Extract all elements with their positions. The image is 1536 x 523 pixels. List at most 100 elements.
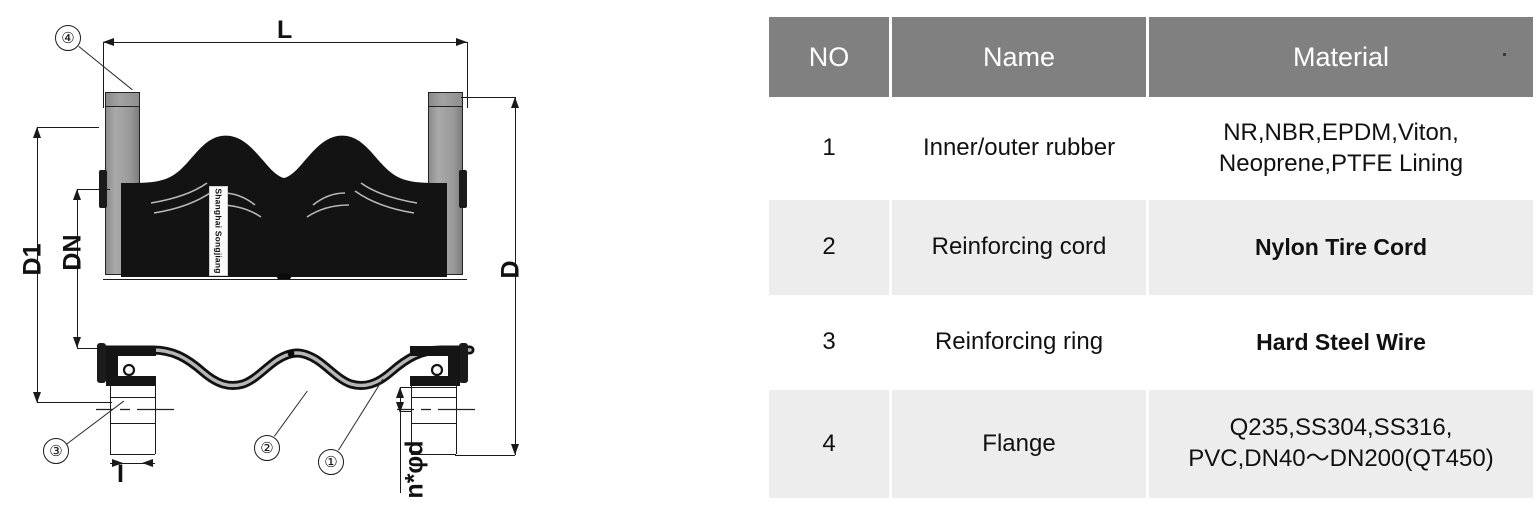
dimension-arrow-D1-top: [33, 127, 41, 138]
table-header-row: NO Name Material: [769, 17, 1533, 97]
extension-line-D-bottom: [455, 455, 515, 456]
section-reinforcing-cord: [103, 348, 472, 388]
thickness-label: I: [117, 460, 124, 488]
material-line: Hard Steel Wire: [1256, 328, 1426, 355]
section-gasket-left: [97, 343, 106, 383]
section-flange-right-bottom: [411, 454, 456, 455]
cell-no-3: 3: [769, 295, 889, 390]
bolt-centerline-left: [96, 408, 174, 411]
callout-4: ④: [55, 25, 81, 51]
dimension-label-D1: D1: [18, 243, 47, 276]
column-header-material: Material: [1149, 17, 1533, 97]
dimension-arrow-L-right: [456, 38, 467, 46]
extension-line-DN-bottom: [77, 348, 110, 349]
rubber-seam-dot: [277, 273, 291, 279]
dimension-label-bolt-holes: n*φd: [400, 440, 429, 499]
flange-left-cap-shape: [106, 346, 156, 386]
dimension-label-DN: DN: [58, 234, 87, 271]
section-flange-right-cap: [410, 346, 460, 386]
material-line: NR,NBR,EPDM,Viton,: [1223, 118, 1459, 146]
column-header-name: Name: [892, 17, 1146, 97]
extension-line-L-right: [467, 42, 468, 108]
material-line: Neoprene,PTFE Lining: [1218, 149, 1464, 177]
section-flange-left-line-2: [110, 423, 155, 424]
header-dot-mark: [1503, 53, 1506, 56]
gasket-right: [459, 170, 467, 208]
reinforcing-ring-right: [430, 363, 444, 377]
cell-no-1: 1: [769, 97, 889, 200]
section-centre-dot: [287, 350, 295, 357]
dimension-arrow-DN-bottom: [73, 337, 81, 348]
extension-line-L-left: [103, 42, 104, 108]
cell-name-2: Reinforcing cord: [892, 200, 1146, 295]
dimension-line-bolt-holes: [400, 387, 401, 493]
material-line: PVC,DN40～DN200(QT450): [1188, 445, 1494, 472]
section-flange-right-edge-outer: [456, 378, 457, 454]
table-row: 3 Reinforcing ring Hard Steel Wire: [769, 295, 1533, 390]
cell-material-4: Q235,SS304,SS316, PVC,DN40～DN200(QT450): [1149, 390, 1533, 498]
material-table-wrapper: NO Name Material 1 Inner/outer rubber NR…: [766, 17, 1533, 501]
cell-material-3: Hard Steel Wire: [1149, 295, 1533, 390]
material-line: Nylon Tire Cord: [1254, 233, 1428, 260]
cell-no-4: 4: [769, 390, 889, 498]
cell-name-3: Reinforcing ring: [892, 295, 1146, 390]
section-gasket-right: [459, 343, 468, 383]
brand-label-text: Shanghai Songjiang: [213, 188, 224, 274]
bolt-arrow-down: [396, 402, 404, 413]
cell-name-1: Inner/outer rubber: [892, 97, 1146, 200]
thickness-arrow-left: [112, 459, 123, 467]
dimension-arrow-D1-bottom: [33, 392, 41, 403]
bolt-arrow-up: [396, 387, 404, 398]
material-line: Q235,SS304,SS316,: [1229, 414, 1453, 442]
table-row: 1 Inner/outer rubber NR,NBR,EPDM,Viton, …: [769, 97, 1533, 200]
technical-drawing: L ④ Shanghai So: [0, 0, 760, 523]
dimension-arrow-L-left: [103, 38, 114, 46]
dimension-arrow-D-bottom: [511, 444, 519, 455]
dimension-label-L: L: [277, 16, 293, 44]
flange-right-cap-shape: [410, 346, 460, 386]
rubber-bellows-body: [121, 135, 447, 279]
dimension-line-D1: [37, 127, 38, 403]
topview-baseline: [103, 279, 467, 281]
extension-line-DN-top: [77, 189, 110, 190]
bolt-centerline-right: [397, 408, 475, 411]
material-table: NO Name Material 1 Inner/outer rubber NR…: [766, 17, 1536, 498]
section-flange-left-edge-outer: [110, 378, 111, 454]
cell-no-2: 2: [769, 200, 889, 295]
brand-label: Shanghai Songjiang: [209, 186, 228, 276]
extension-line-D-top: [461, 97, 515, 98]
callout-2: ②: [254, 435, 280, 461]
thickness-dimension-line: [110, 463, 155, 464]
dimension-line-L: [103, 42, 467, 44]
section-flange-left-cap: [106, 346, 156, 386]
extension-line-bolt-top: [400, 387, 456, 388]
dimension-arrow-DN-top: [73, 189, 81, 200]
table-row: 4 Flange Q235,SS304,SS316, PVC,DN40～DN20…: [769, 390, 1533, 498]
cell-material-1: NR,NBR,EPDM,Viton, Neoprene,PTFE Lining: [1149, 97, 1533, 200]
column-header-no: NO: [769, 17, 889, 97]
extension-line-bolt-bottom: [400, 411, 412, 412]
dimension-arrow-D-top: [511, 97, 519, 108]
table-head: NO Name Material: [769, 17, 1533, 97]
rubber-profile: [121, 135, 447, 277]
cell-material-2: Nylon Tire Cord: [1149, 200, 1533, 295]
extension-line-D1-top: [37, 127, 99, 128]
callout-1: ①: [318, 449, 344, 475]
cell-name-4: Flange: [892, 390, 1146, 498]
section-flange-left-edge-inner: [155, 378, 156, 454]
callout-3: ③: [43, 438, 69, 464]
callout-4-leader: [78, 46, 133, 91]
section-flange-left-bottom: [110, 454, 155, 455]
extension-line-D1-bottom: [37, 402, 112, 403]
reinforcing-ring-left: [122, 363, 136, 377]
table-row: 2 Reinforcing cord Nylon Tire Cord: [769, 200, 1533, 295]
table-body: 1 Inner/outer rubber NR,NBR,EPDM,Viton, …: [769, 97, 1533, 498]
dimension-label-D: D: [496, 260, 525, 279]
dimension-line-D: [515, 97, 516, 455]
thickness-arrow-right: [142, 459, 153, 467]
section-flange-right-line-2: [411, 423, 456, 424]
section-bellows-outline: [100, 345, 475, 390]
section-flange-right-edge-inner: [411, 378, 412, 454]
section-flange-right-line-1: [411, 397, 456, 398]
